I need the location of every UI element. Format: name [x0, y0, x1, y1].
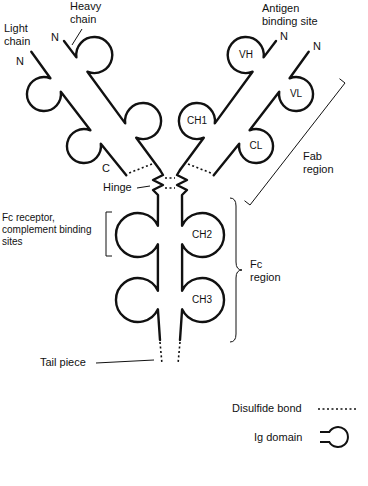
terminus-label: N: [51, 31, 59, 44]
heavy-chain-fc: [116, 170, 163, 340]
domain-label: VH: [239, 49, 253, 61]
disulfide-bond: [165, 177, 175, 179]
part-label: Antigen binding site: [262, 2, 337, 28]
domain-label: CH2: [192, 229, 212, 241]
light-chain: [27, 52, 126, 176]
terminus-label: N: [280, 30, 288, 43]
leader-line: [96, 360, 154, 363]
heavy-chain-fc: [177, 170, 224, 340]
leader-line: [72, 29, 82, 45]
binding-site-label: Fc receptor, complement binding sites: [2, 212, 100, 248]
domain-label: CH3: [192, 294, 212, 306]
fab-bracket: [245, 79, 346, 205]
terminus-label: C: [102, 162, 110, 175]
domain-label: CL: [250, 140, 263, 152]
binding-site-bracket: [106, 212, 112, 256]
tail-piece: [160, 342, 162, 364]
part-label: Hinge: [103, 181, 132, 194]
legend-domain-sample: [320, 427, 348, 447]
light-chain: [214, 52, 313, 176]
part-label: Heavy chain: [70, 0, 106, 26]
terminus-label: N: [313, 40, 321, 53]
domain-label: VL: [290, 88, 302, 100]
domain-label: CH1: [187, 115, 207, 127]
heavy-chain: [179, 37, 276, 170]
disulfide-bond: [165, 187, 175, 189]
part-label: Light chain: [4, 22, 38, 48]
fc-bracket: [230, 198, 242, 342]
disulfide-bond: [188, 164, 211, 173]
region-label: Fab region: [303, 150, 343, 176]
leader-line: [137, 186, 150, 188]
legend-text: Disulfide bond: [232, 402, 302, 415]
tail-piece: [178, 342, 180, 364]
disulfide-bond: [129, 164, 152, 173]
part-label: Tail piece: [40, 356, 86, 369]
region-label: Fc region: [250, 258, 290, 284]
legend-text: Ig domain: [254, 431, 302, 444]
heavy-chain: [64, 37, 161, 170]
legend-disulfide-sample: [318, 408, 356, 410]
terminus-label: N: [16, 55, 24, 68]
